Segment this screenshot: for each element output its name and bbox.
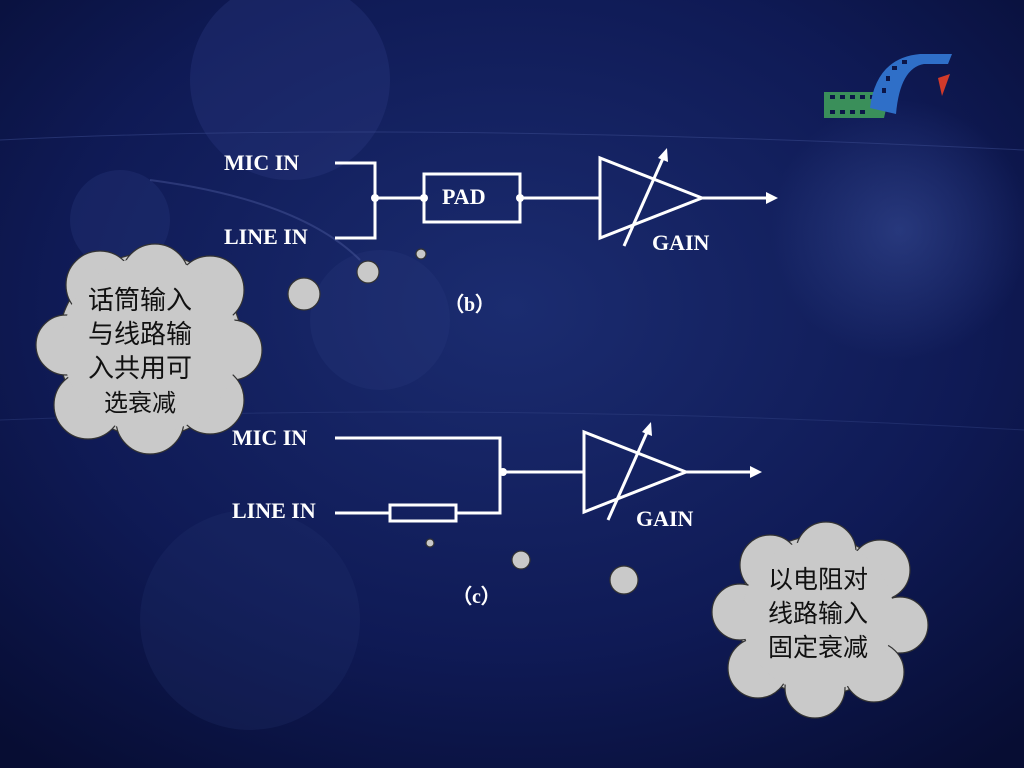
pad-label: PAD	[442, 184, 486, 209]
cloud-bubble-b1	[287, 277, 321, 311]
callout-b-line-3: 入共用可	[87, 354, 192, 384]
cloud-bubble-b3	[415, 248, 427, 260]
output-arrowhead-c	[750, 466, 762, 478]
callout-text-c: 以电阻对 线路输入 固定衰减	[748, 563, 888, 665]
callout-c-line-2: 线路输入	[767, 599, 868, 628]
cloud-bubble-b2	[356, 260, 380, 284]
mic-in-label-c: MIC IN	[232, 425, 308, 450]
callout-c-line-3: 固定衰减	[767, 633, 868, 662]
gain-adjust-arrow-c	[606, 429, 650, 521]
mic-in-label-b: MIC IN	[224, 150, 300, 175]
callout-c-line-1: 以电阻对	[767, 565, 868, 594]
gain-amplifier-b	[598, 155, 707, 241]
caption-c: （c）	[452, 586, 501, 608]
junction-dot-b1	[371, 194, 379, 202]
cloud-bubble-c2	[511, 550, 531, 570]
gain-label-b: GAIN	[652, 230, 710, 255]
logo	[824, 54, 952, 118]
adjust-arrowhead-c	[642, 422, 652, 436]
cloud-bubble-c3	[425, 538, 435, 548]
callout-b-line-4: 选衰减	[104, 389, 176, 417]
line-in-wire-b	[335, 198, 377, 240]
callout-text-b: 话筒输入 与线路输 入共用可 选衰减	[70, 284, 210, 420]
junction-dot-b2	[420, 194, 428, 202]
callout-b-line-1: 话筒输入	[87, 286, 192, 316]
caption-b: （b）	[444, 294, 496, 316]
line-in-label-c: LINE IN	[232, 498, 316, 523]
callout-b-line-2: 与线路输	[87, 320, 192, 350]
junction-dot-b3	[516, 194, 524, 202]
mic-in-wire-c	[335, 436, 502, 472]
line-in-label-b: LINE IN	[224, 224, 308, 249]
mic-in-wire-b	[335, 161, 377, 198]
output-arrowhead-b	[766, 192, 778, 204]
adjust-arrowhead-b	[658, 148, 668, 162]
line-in-wire-c2	[456, 472, 502, 515]
junction-dot-c	[499, 468, 507, 476]
cloud-bubble-c1	[609, 565, 639, 595]
gain-label-c: GAIN	[636, 506, 694, 531]
gain-adjust-arrow-b	[622, 155, 666, 247]
gain-amplifier-c	[582, 429, 691, 515]
